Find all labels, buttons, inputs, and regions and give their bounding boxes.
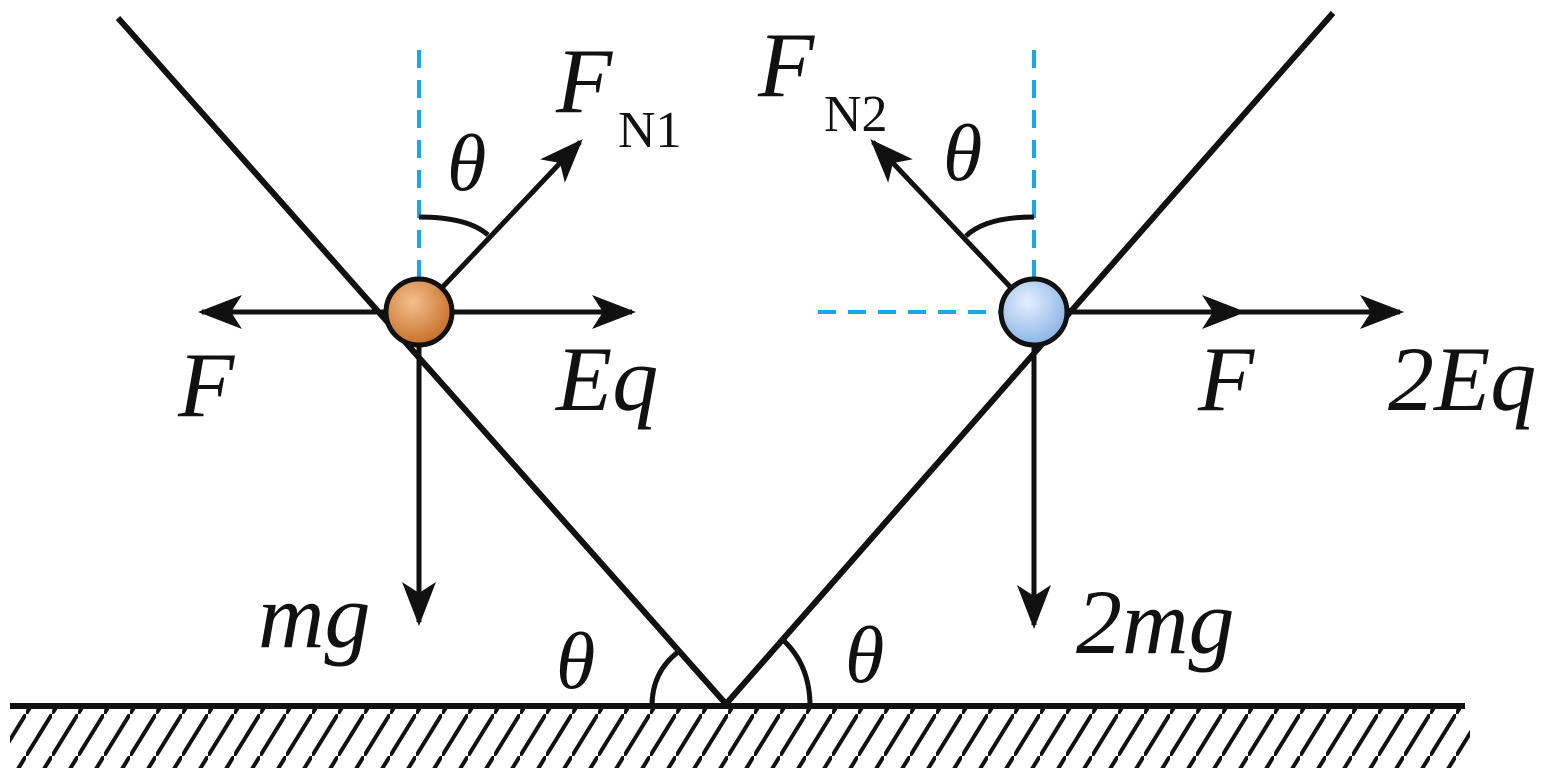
theta-arc-top-left (418, 214, 490, 237)
label-theta-bottom-left: θ (556, 618, 595, 706)
label-theta-top-left: θ (447, 120, 486, 208)
label-theta-top-right: θ (943, 110, 982, 198)
label-left-normal: F (555, 30, 613, 132)
label-left-gravity: mg (258, 565, 370, 667)
label-right-normal-sub: N2 (824, 86, 888, 143)
label-left-normal-sub: N1 (618, 102, 682, 159)
theta-arc-bottom-left (649, 650, 680, 707)
right-normal-force-arrow (870, 139, 1036, 314)
label-right-gravity: 2mg (1076, 571, 1234, 673)
theta-arc-bottom-right (781, 638, 813, 707)
label-left-force: F (177, 334, 235, 436)
label-left-field-force: Eq (554, 328, 658, 430)
ground-hatching (10, 706, 1470, 768)
theta-arc-top-right (964, 214, 1035, 238)
left-normal-force-arrow (417, 139, 583, 314)
label-right-force: F (1197, 328, 1255, 430)
left-incline-rod (115, 16, 729, 706)
left-ball (383, 276, 455, 348)
label-right-normal: F (757, 14, 815, 116)
right-ball (998, 276, 1070, 348)
label-right-field-force: 2Eq (1388, 328, 1536, 430)
right-incline-rod (723, 11, 1336, 706)
label-theta-bottom-right: θ (845, 612, 884, 700)
